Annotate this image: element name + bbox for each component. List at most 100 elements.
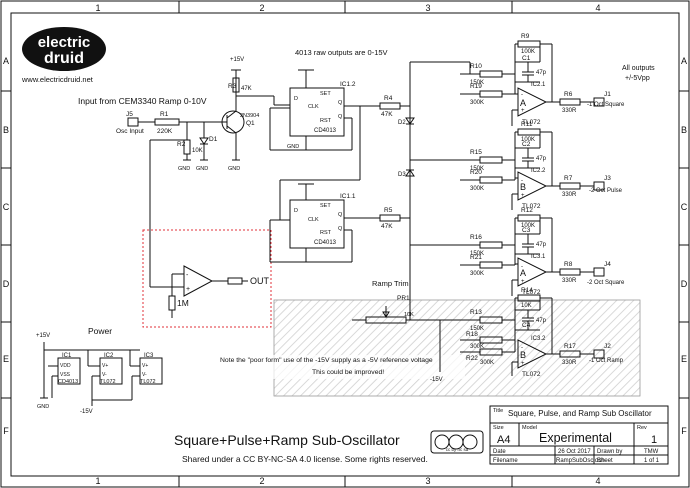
- r8-value: 330R: [562, 278, 577, 284]
- r20-value: 300K: [470, 186, 484, 192]
- r15-ref: R15: [470, 149, 482, 156]
- col-label-3: 3: [425, 3, 430, 13]
- ic1-2-ref: IC1.2: [340, 81, 356, 88]
- ic1-2-clk: CLK: [308, 104, 319, 110]
- r21-ref: R21: [470, 254, 482, 261]
- r6-value: 330R: [562, 108, 577, 114]
- j5-label: Osc Input: [116, 128, 144, 135]
- row-label-a-right: A: [681, 56, 687, 66]
- ic2-power-type: TL072: [100, 379, 116, 385]
- r13-ref: R13: [470, 309, 482, 316]
- model-out-label: OUT: [250, 276, 270, 286]
- row-label-e: E: [3, 354, 9, 364]
- gnd-symbols-input: [183, 69, 241, 161]
- power-wires: [40, 342, 163, 406]
- r4-ref: R4: [384, 95, 393, 102]
- size-label: Size: [493, 425, 504, 431]
- col-label-4-bottom: 4: [595, 476, 600, 486]
- r18-value: 300K: [470, 344, 484, 350]
- r3-ref: R3: [228, 83, 237, 90]
- ic1-1-set: SET: [320, 203, 331, 209]
- filename-value: RampSubOsc.dch: [556, 458, 605, 464]
- title-label: Title: [493, 408, 503, 414]
- note-improve: This could be improved!: [312, 369, 384, 376]
- ramp-trim: [352, 306, 441, 372]
- channel-2: B - + R11 100K R15 150K R20 300K C2 47p …: [460, 121, 623, 210]
- r4-value: 47K: [381, 111, 393, 118]
- r13-value: 150K: [470, 326, 484, 332]
- r9-ref: R9: [521, 33, 530, 40]
- col-label-2: 2: [259, 3, 264, 13]
- ic2-2-type: TL072: [522, 203, 541, 210]
- logo-word-druid: druid: [44, 50, 84, 67]
- plus15-q1: +15V: [230, 57, 244, 63]
- electric-druid-logo: electric druid: [22, 27, 106, 71]
- gnd-power: GND: [37, 404, 49, 410]
- ic1-2-d: D: [294, 96, 298, 102]
- j3-ref: J3: [604, 175, 611, 182]
- r15-value: 150K: [470, 166, 484, 172]
- ic1-1-body: [269, 106, 375, 263]
- ic1-1-q: Q: [338, 212, 343, 218]
- sheet-value: 1 of 1: [644, 458, 660, 464]
- channel-3: A - + R12 100K R16 150K R21 300K C3 47p …: [460, 207, 625, 296]
- r19-ref: R19: [470, 83, 482, 90]
- r10-value: 150K: [470, 80, 484, 86]
- row-label-b-right: B: [681, 125, 687, 135]
- title-value: Square, Pulse, and Ramp Sub Oscillator: [508, 409, 652, 418]
- r1-ref: R1: [160, 111, 169, 118]
- cc-badge-text: cc by nc sa: [446, 447, 469, 452]
- pr1-ref: PR1: [397, 295, 410, 302]
- ic1-vdd: VDD: [60, 363, 71, 369]
- row-label-d: D: [3, 279, 10, 289]
- ic3-1-ref: IC3.1: [531, 254, 546, 260]
- channel-4: B - + R14 10K R13 150K R18 300K R22 300K…: [460, 287, 624, 378]
- r18-ref: R18: [466, 331, 478, 338]
- ic1-1-rst: RST: [320, 230, 332, 236]
- ic1-2-rst: RST: [320, 118, 332, 124]
- r2-value: 10K: [192, 148, 203, 154]
- main-title: Square+Pulse+Ramp Sub-Oscillator: [174, 432, 400, 448]
- ic3-power-type: TL072: [140, 379, 156, 385]
- r6-ref: R6: [564, 91, 573, 98]
- r5-ref: R5: [384, 207, 393, 214]
- opamp1-plus: +: [521, 108, 525, 114]
- ic1-2-set: SET: [320, 91, 331, 97]
- opamp-a2-label: A: [520, 268, 526, 278]
- gnd-r2: GND: [178, 166, 190, 172]
- r20-ref: R20: [470, 169, 482, 176]
- ic1-2-type: CD4013: [314, 128, 337, 134]
- row-label-e-right: E: [681, 354, 687, 364]
- opamp-a-label: A: [520, 98, 526, 108]
- col-label-4: 4: [595, 3, 600, 13]
- opamp3-minus: -: [521, 264, 523, 270]
- r22-value: 300K: [480, 360, 494, 366]
- r12-value: 100K: [521, 223, 535, 229]
- drawn-label: Drawn by: [597, 449, 622, 455]
- ic3-vm: V-: [142, 372, 147, 378]
- r22-ref: R22: [466, 355, 478, 362]
- date-value: 26 Oct 2017: [558, 449, 591, 455]
- row-label-b: B: [3, 125, 9, 135]
- ic3-1-type: TL072: [522, 289, 541, 296]
- ic3-power-ref: IC3: [144, 353, 154, 359]
- opamp3-plus: +: [521, 279, 525, 285]
- row-label-c-right: C: [681, 202, 688, 212]
- model-label: Model: [522, 425, 537, 431]
- j3-label: -2 Oct Pulse: [589, 188, 623, 194]
- row-label-f-right: F: [681, 426, 687, 436]
- brand-url: www.electricdruid.net: [21, 75, 94, 84]
- j5-ref: J5: [126, 111, 133, 118]
- col-label-3-bottom: 3: [425, 476, 430, 486]
- j4-ref: J4: [604, 261, 611, 268]
- c3-ref: C3: [522, 227, 531, 234]
- r21-value: 300K: [470, 271, 484, 277]
- r11-value: 100K: [521, 137, 535, 143]
- ic2-2-ref: IC2.2: [531, 168, 546, 174]
- input-model-box: [142, 229, 272, 328]
- col-label-1: 1: [95, 3, 100, 13]
- j2-ref: J2: [604, 343, 611, 350]
- r16-value: 150K: [470, 251, 484, 257]
